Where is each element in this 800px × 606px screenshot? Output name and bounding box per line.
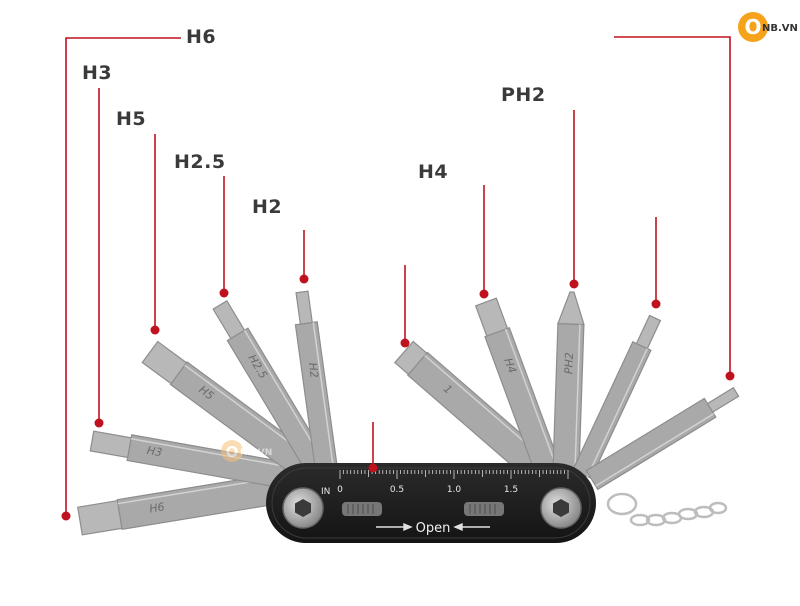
callout-label-h5: H5 <box>116 108 147 130</box>
leader-dot <box>651 299 661 309</box>
tool-arm-ph2: PH2 <box>552 291 585 472</box>
callout-label-h25: H2.5 <box>174 151 226 173</box>
callout-label-ph2: PH2 <box>501 84 546 106</box>
leader-dot <box>150 325 160 335</box>
left-pivot-bolt <box>282 487 324 529</box>
callout-label-h4: H4 <box>418 161 449 183</box>
leader-line <box>65 37 181 516</box>
tool-arm-h15 <box>572 314 662 480</box>
ruler-tick-label: 1.5 <box>504 485 518 495</box>
svg-text:NB.VN: NB.VN <box>240 448 272 458</box>
callout-label-h6: H6 <box>186 26 217 48</box>
leader-dot <box>400 338 410 348</box>
tool-arm-h6: H6 <box>77 469 304 536</box>
svg-text:O: O <box>226 443 239 461</box>
leader-dot <box>725 371 735 381</box>
tool-arm-h4: H4 <box>474 297 561 476</box>
open-label: Open <box>416 521 451 536</box>
leader-dot <box>94 418 104 428</box>
right-slider-lock <box>464 502 504 516</box>
arm-engraving-h4: H4 <box>501 356 518 375</box>
ruler-tick-label: 0.5 <box>390 485 404 495</box>
callout-leaders <box>61 36 735 521</box>
arm-engraving-h3: H3 <box>146 444 163 459</box>
callout-label-h3: H3 <box>82 62 113 84</box>
arm-engraving-h2: H2 <box>306 362 321 379</box>
tool-arm-h25: H2.5 <box>212 300 330 476</box>
ruler-unit: IN <box>321 487 330 497</box>
leader-dot <box>479 289 489 299</box>
arm-engraving-h6: H6 <box>148 500 165 515</box>
ruler-tick-label: 1.0 <box>447 485 462 495</box>
open-arrow-left <box>376 522 413 532</box>
open-arrow-right <box>453 522 490 532</box>
leader-dot <box>569 279 579 289</box>
callout-label-h2: H2 <box>252 196 283 218</box>
right-pivot-bolt <box>540 487 582 529</box>
watermark: O NB.VN <box>221 440 272 462</box>
leader-dot <box>219 288 229 298</box>
ruler-tick-label: 0 <box>337 485 343 495</box>
leader-line <box>614 36 731 376</box>
tool-arm-h1 <box>585 386 740 491</box>
leader-dot <box>299 274 309 284</box>
arm-engraving-ph2: PH2 <box>562 352 576 374</box>
ruler-scale <box>339 470 569 479</box>
keychain <box>606 492 728 527</box>
tool-arm-h3: H3 <box>89 430 303 492</box>
brand-logo: O NB.VN <box>738 12 798 42</box>
leader-dot <box>61 511 71 521</box>
leader-dot <box>368 463 378 473</box>
multitool-body: IN 0 0.5 1.0 1.5 Open <box>266 463 596 543</box>
left-slider-lock <box>342 502 382 516</box>
